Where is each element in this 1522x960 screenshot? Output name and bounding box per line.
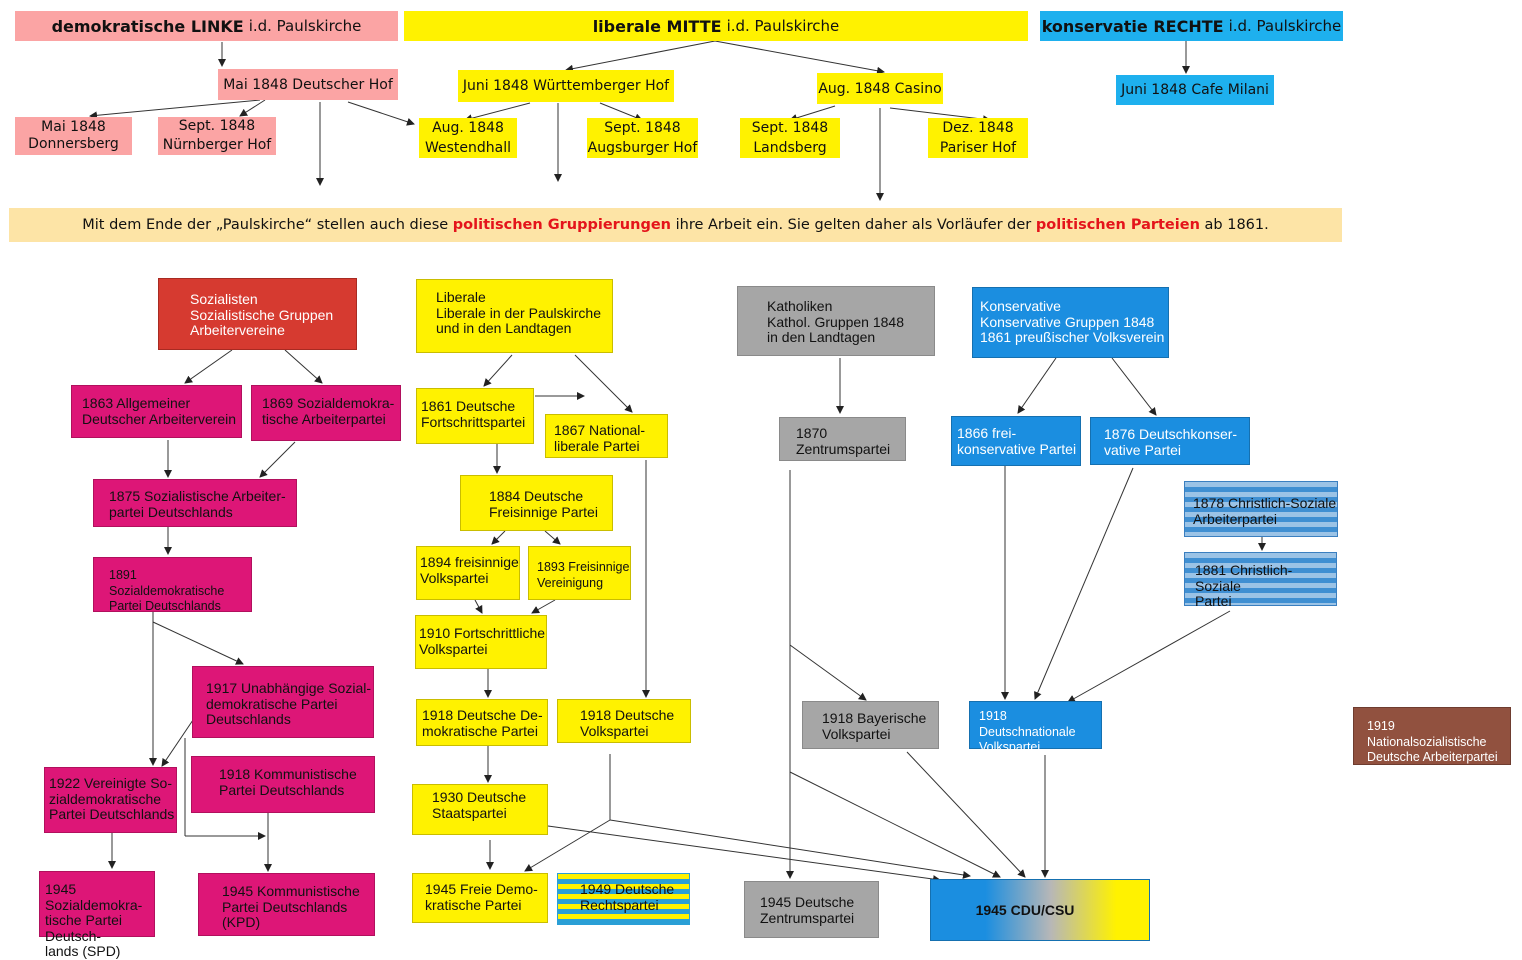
node-uspd-1917: 1917 Unabhängige Sozial- demokratische P… bbox=[192, 666, 374, 738]
node-fvp-1894: 1894 freisinnige Volkspartei bbox=[416, 546, 520, 600]
node-adav-1863: 1863 Allgemeiner Deutscher Arbeiterverei… bbox=[71, 385, 242, 438]
header-mid-subtitle: i.d. Paulskirche bbox=[726, 17, 840, 35]
group-pariser-hof: Dez. 1848 Pariser Hof bbox=[928, 118, 1028, 158]
node-fvg-1893: 1893 Freisinnige Vereinigung bbox=[528, 546, 631, 600]
node-fvp-1910: 1910 Fortschrittliche Volkspartei bbox=[415, 615, 547, 669]
node-cdu-csu-1945: 1945 CDU/CSU bbox=[930, 879, 1150, 941]
group-donnersberg: Mai 1848 Donnersberg bbox=[15, 117, 132, 155]
header-left-title: demokratische LINKE bbox=[51, 16, 244, 36]
group-casino: Aug. 1848 Casino bbox=[817, 73, 943, 104]
node-freikons-1866: 1866 frei- konservative Partei bbox=[951, 416, 1081, 466]
node-dstp-1930: 1930 Deutsche Staatspartei bbox=[412, 784, 548, 835]
header-right-title: konservatie RECHTE bbox=[1041, 16, 1224, 36]
node-csap-1878: 1878 Christlich-Soziale Arbeiterpartei bbox=[1184, 481, 1338, 537]
node-nationalliberal-1867: 1867 National- liberale Partei bbox=[545, 414, 668, 458]
node-freisinn-1884: 1884 Deutsche Freisinnige Partei bbox=[460, 475, 613, 531]
node-konservative: Konservative Konservative Gruppen 1848 1… bbox=[972, 287, 1169, 358]
node-zentrum-1945: 1945 Deutsche Zentrumspartei bbox=[744, 881, 879, 938]
header-left-subtitle: i.d. Paulskirche bbox=[248, 17, 362, 35]
node-kpd-1945: 1945 Kommunistische Partei Deutschlands … bbox=[198, 873, 375, 936]
group-deutscher-hof: Mai 1848 Deutscher Hof bbox=[218, 69, 398, 100]
banner-text-1: Mit dem Ende der „Paulskirche“ stellen a… bbox=[82, 217, 453, 233]
node-sozialisten: Sozialisten Sozialistische Gruppen Arbei… bbox=[158, 278, 357, 350]
node-sdap-1869: 1869 Sozialdemokra- tische Arbeiterparte… bbox=[251, 385, 401, 441]
header-mid-title: liberale MITTE bbox=[592, 16, 722, 36]
banner-text-2: ihre Arbeit ein. Sie gelten daher als Vo… bbox=[671, 217, 1036, 233]
node-katholiken: Katholiken Kathol. Gruppen 1848 in den L… bbox=[737, 286, 935, 356]
node-fdp-1945: 1945 Freie Demo- kratische Partei bbox=[412, 873, 548, 923]
group-landsberg: Sept. 1848 Landsberg bbox=[740, 118, 840, 158]
node-deutschkons-1876: 1876 Deutschkonser- vative Partei bbox=[1090, 417, 1250, 465]
group-wuerttemberger-hof: Juni 1848 Württemberger Hof bbox=[458, 70, 674, 102]
node-sap-1875: 1875 Sozialistische Arbeiter- partei Deu… bbox=[93, 479, 297, 527]
node-fortschritt-1861: 1861 Deutsche Fortschrittspartei bbox=[416, 388, 534, 444]
node-spd-1945: 1945 Sozialdemokra- tische Partei Deutsc… bbox=[39, 871, 155, 959]
node-vspd-1922: 1922 Vereinigte So- zialdemokratische Pa… bbox=[44, 767, 177, 833]
group-westendhall: Aug. 1848 Westendhall bbox=[419, 118, 517, 158]
node-drp-1949: 1949 Deutsche Rechtspartei bbox=[557, 873, 690, 925]
header-right-subtitle: i.d. Paulskirche bbox=[1228, 17, 1342, 35]
group-augsburger-hof: Sept. 1848 Augsburger Hof bbox=[587, 118, 698, 158]
node-nsdap-1919: 1919 Nationalsozialistische Deutsche Arb… bbox=[1353, 707, 1511, 765]
node-ddp-1918: 1918 Deutsche De- mokratische Partei bbox=[416, 699, 548, 746]
node-cdu-csu-label: 1945 CDU/CSU bbox=[975, 902, 1075, 918]
node-zentrum-1870: 1870 Zentrumspartei bbox=[779, 417, 906, 461]
node-spd-1891: 1891 Sozialdemokratische Partei Deutschl… bbox=[93, 557, 252, 613]
node-liberale: Liberale Liberale in der Paulskirche und… bbox=[416, 279, 613, 353]
node-dvp-1918: 1918 Deutsche Volkspartei bbox=[557, 699, 691, 743]
node-kpd-1918: 1918 Kommunistische Partei Deutschlands bbox=[191, 756, 375, 813]
group-cafe-milani: Juni 1848 Cafe Milani bbox=[1116, 75, 1274, 105]
group-nuernberger-hof: Sept. 1848 Nürnberger Hof bbox=[158, 117, 276, 155]
banner-highlight-parteien: politischen Parteien bbox=[1035, 217, 1200, 233]
banner-text-3: ab 1861. bbox=[1199, 217, 1269, 233]
node-bvp-1918: 1918 Bayerische Volkspartei bbox=[802, 701, 939, 749]
transition-banner: Mit dem Ende der „Paulskirche“ stellen a… bbox=[9, 208, 1342, 242]
banner-highlight-gruppierungen: politischen Gruppierungen bbox=[452, 217, 671, 233]
node-csp-1881: 1881 Christlich-Soziale Partei bbox=[1184, 552, 1337, 609]
node-dnvp-1918: 1918 Deutschnationale Volkspartei bbox=[969, 701, 1102, 754]
